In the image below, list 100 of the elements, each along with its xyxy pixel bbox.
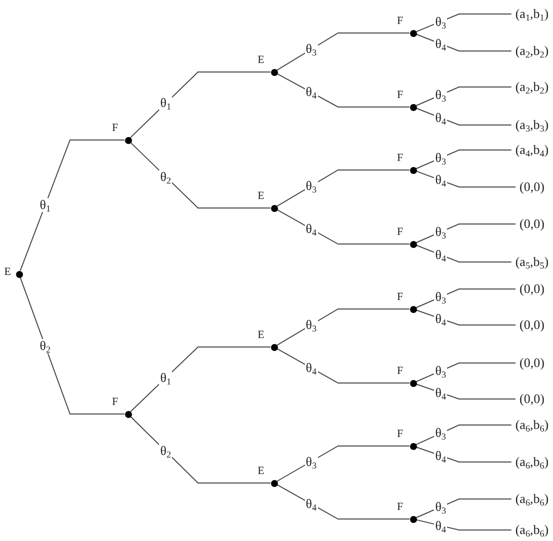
branch-line [416,14,512,32]
branch-label: θ$_{4}$ [434,110,447,125]
branch-line [416,519,512,530]
branch-label: θ$_{2}$ [159,170,172,184]
branch-label: θ$_{3}$ [304,454,318,468]
player-label: F [396,226,404,238]
branch-label: θ$_{4}$ [304,360,318,375]
branch-label: θ$_{3}$ [434,500,447,514]
player-label: E [258,465,264,477]
branch-line [416,86,512,106]
branch-label: θ$_{3}$ [304,318,318,332]
branch-line [416,424,512,446]
decision-node [270,344,278,350]
payoff-text: (a$_{3}$,b$_{3}$) [515,117,549,133]
player-label: F [396,291,404,303]
player-label: F [396,365,404,377]
branch-label: θ$_{4}$ [434,386,448,400]
branch-line [416,150,512,170]
decision-node [410,30,416,36]
branch-line [20,140,125,272]
branch-label: θ$_{3}$ [434,364,447,378]
payoff-text: (a$_{6}$,b$_{6}$) [515,522,549,538]
branch-line [276,308,410,346]
player-label: F [396,152,404,164]
decision-node [270,480,278,486]
branch-label: θ$_{1}$ [159,370,172,385]
decision-node [124,136,132,144]
decision-node [410,442,416,450]
branch-label: θ$_{3}$ [304,178,318,193]
decision-node [410,516,416,522]
branch-line [130,346,271,412]
player-label: F [112,122,118,134]
branch-line [276,209,410,244]
branch-label: θ$_{2}$ [159,444,172,458]
payoff-text: (a$_{2}$,b$_{2}$) [515,79,549,95]
payoff-text: (a$_{6}$,b$_{6}$) [515,454,549,470]
payoff-text: (0,0) [520,281,544,297]
branch-label: θ$_{1}$ [38,198,52,212]
decision-node [410,380,416,386]
player-label: F [396,428,404,440]
player-label: F [396,89,404,101]
branch-line [416,224,516,244]
payoff-text: (0,0) [520,391,544,407]
branch-line [20,276,125,414]
decision-node [270,68,278,76]
player-label: F [396,501,404,513]
decision-node [410,306,416,312]
branch-label: θ$_{3}$ [434,290,447,304]
branch-line [416,446,512,462]
player-label: E [258,329,264,341]
decision-node [124,410,132,418]
branch-line [130,416,271,484]
decision-node [410,240,416,248]
branch-line [416,34,512,52]
payoff-text: (0,0) [520,216,544,232]
decision-node [410,166,416,174]
branch-label: θ$_{1}$ [159,96,172,110]
branch-label: θ$_{4}$ [434,518,448,533]
branch-line [130,72,271,138]
decision-node [16,270,22,278]
branch-line [416,362,516,382]
branch-line [276,484,410,520]
branch-line [276,446,410,482]
payoff-text: (0,0) [520,317,544,333]
branch-label: θ$_{3}$ [434,14,447,29]
branch-label: θ$_{3}$ [434,224,447,239]
branch-line [416,170,516,188]
player-label: E [258,190,264,202]
branch-line [276,170,410,207]
payoff-text: (a$_{6}$,b$_{6}$) [515,491,549,507]
branch-label: θ$_{3}$ [434,150,447,165]
branch-line [130,142,271,208]
branch-line [416,310,516,326]
branch-line [276,32,410,71]
branch-line [416,244,512,262]
player-label: E [4,266,11,278]
branch-line [276,73,410,108]
branch-label: θ$_{4}$ [434,248,447,262]
branch-line [416,498,512,518]
branch-label: θ$_{4}$ [304,496,318,511]
payoff-text: (a$_{6}$,b$_{6}$) [515,417,549,433]
branch-line [416,288,516,308]
payoff-text: (a$_{5}$,b$_{5}$) [515,254,549,270]
decision-node [410,104,416,110]
branch-line [276,348,410,384]
decision-node [270,204,278,212]
branch-label: θ$_{4}$ [434,448,448,463]
branch-label: θ$_{4}$ [304,222,318,236]
branch-line [416,384,516,400]
branch-line [416,108,512,126]
player-label: E [258,54,264,66]
payoff-text: (0,0) [520,179,544,195]
branch-label: θ$_{3}$ [434,426,447,440]
payoff-text: (a$_{4}$,b$_{4}$) [515,142,549,158]
player-label: F [396,15,404,27]
branch-label: θ$_{2}$ [38,338,52,353]
payoff-text: (a$_{1}$,b$_{1}$) [515,6,549,22]
branch-label: θ$_{4}$ [434,312,448,326]
player-label: F [112,396,118,408]
branch-label: θ$_{3}$ [304,42,318,56]
